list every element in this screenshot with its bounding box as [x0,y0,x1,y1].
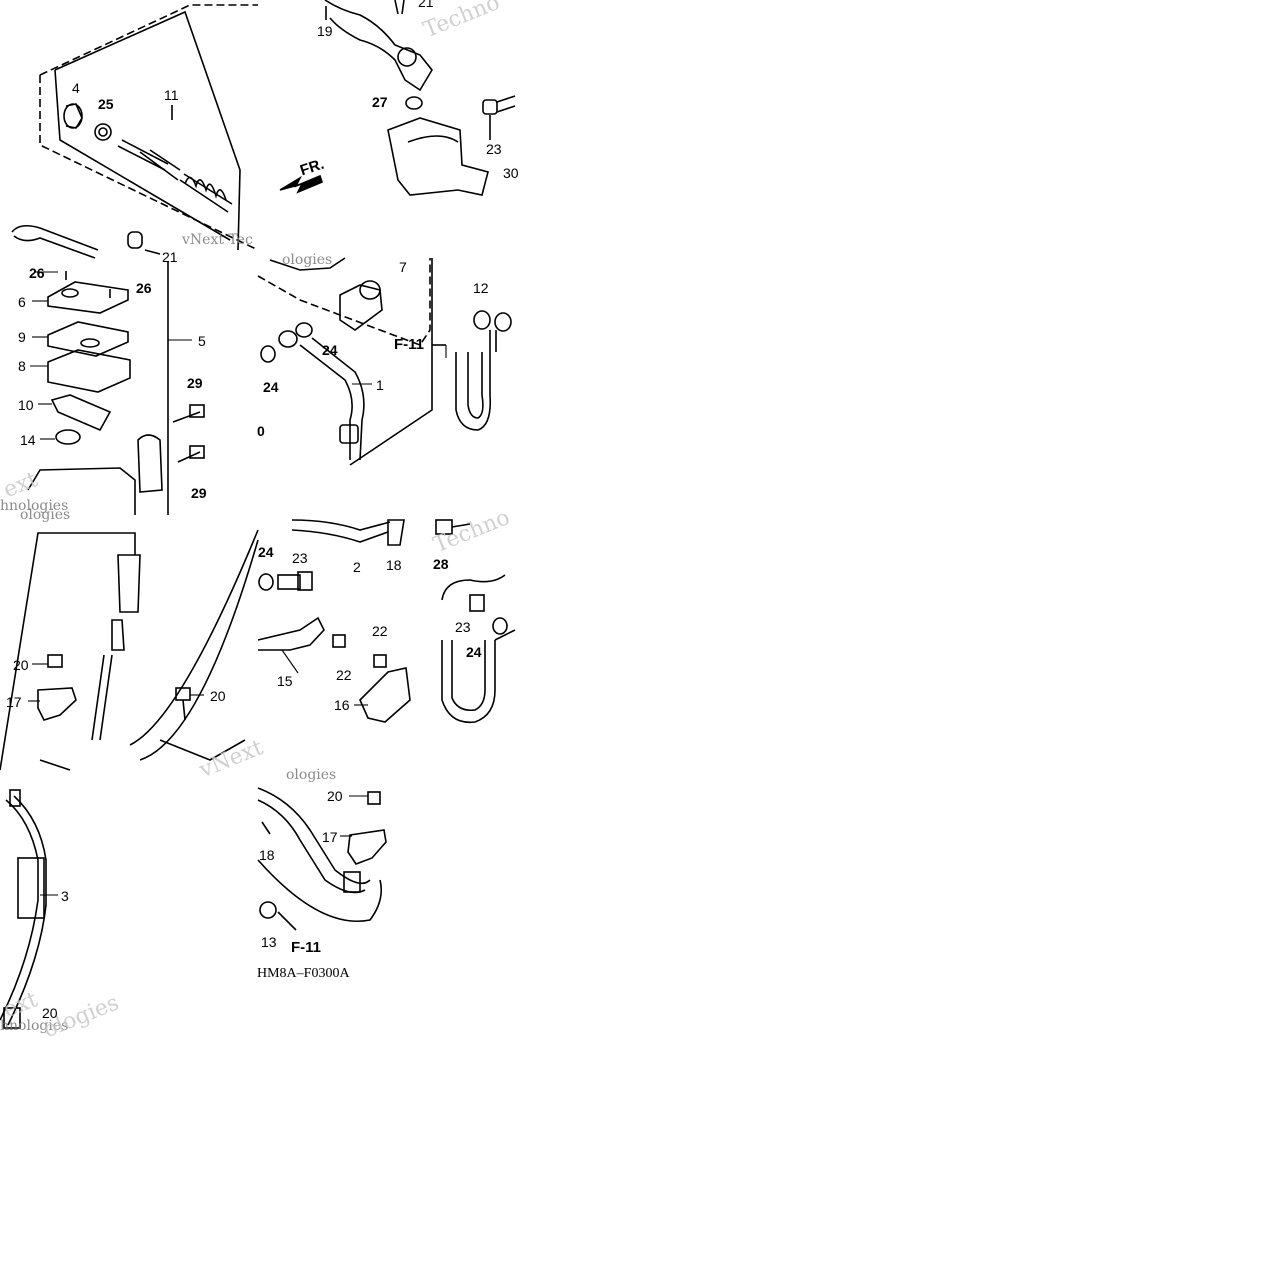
callout: 14 [20,432,36,448]
callout: 0 [257,423,265,439]
hose-3-group [0,789,47,1029]
watermark: hnologies [0,1018,69,1034]
ref-f11-upper: F-11 [394,336,425,353]
callout: 21 [162,249,178,265]
hose-upper-group [257,257,512,466]
callout: 11 [164,87,179,103]
watermark: ologies [282,252,333,268]
lever-group [279,0,516,196]
callout: 8 [18,358,26,374]
diagram-code: HM8A–F0300A [257,966,350,981]
callout: 29 [187,375,203,391]
callout: 23 [455,619,471,635]
callout: 24 [258,544,274,560]
callout: 22 [372,623,388,639]
callout: 17 [6,694,22,710]
hose-lower-right-group [257,787,387,931]
callout: 23 [292,550,308,566]
leader-lines [28,271,447,896]
callout: 13 [261,934,277,950]
watermark: hnologies [0,498,69,514]
callout: 25 [98,96,114,112]
callout: 19 [317,23,333,39]
callout: 24 [466,644,482,660]
callout: 24 [322,342,338,358]
callout: 4 [72,80,80,96]
callout: 15 [277,673,293,689]
callout: 29 [191,485,207,501]
callout: 23 [486,141,502,157]
callout: 21 [418,0,434,10]
reservoir-group [27,262,205,515]
callout: 22 [336,667,352,683]
callout: 20 [210,688,226,704]
callout: 28 [433,556,449,572]
callout: 1 [376,377,384,393]
callout: 30 [503,165,519,181]
hose-brackets-group [257,519,516,724]
callout: 20 [327,788,343,804]
hose-lower-left-group [0,529,259,771]
watermark: vNext Tec [182,232,253,248]
callout: 12 [473,280,489,296]
callout: 10 [18,397,34,413]
callout: 5 [198,333,206,349]
callout: 27 [372,94,388,110]
callout: 16 [334,697,350,713]
callout: 20 [42,1005,58,1021]
callout: 26 [29,265,45,281]
callout: 7 [399,259,407,275]
watermark: ologies [20,507,71,523]
callout: 20 [13,657,29,673]
callout: 18 [259,847,275,863]
callout: 3 [61,888,69,904]
callout: 9 [18,329,26,345]
callout: 2 [353,559,361,575]
piston-kit-group [11,4,259,259]
ref-f11-lower: F-11 [291,939,322,956]
callout: 26 [136,280,152,296]
callout: 17 [322,829,338,845]
watermark: ologies [286,767,337,783]
callout: 18 [386,557,402,573]
callout: 24 [263,379,279,395]
callout: 6 [18,294,26,310]
